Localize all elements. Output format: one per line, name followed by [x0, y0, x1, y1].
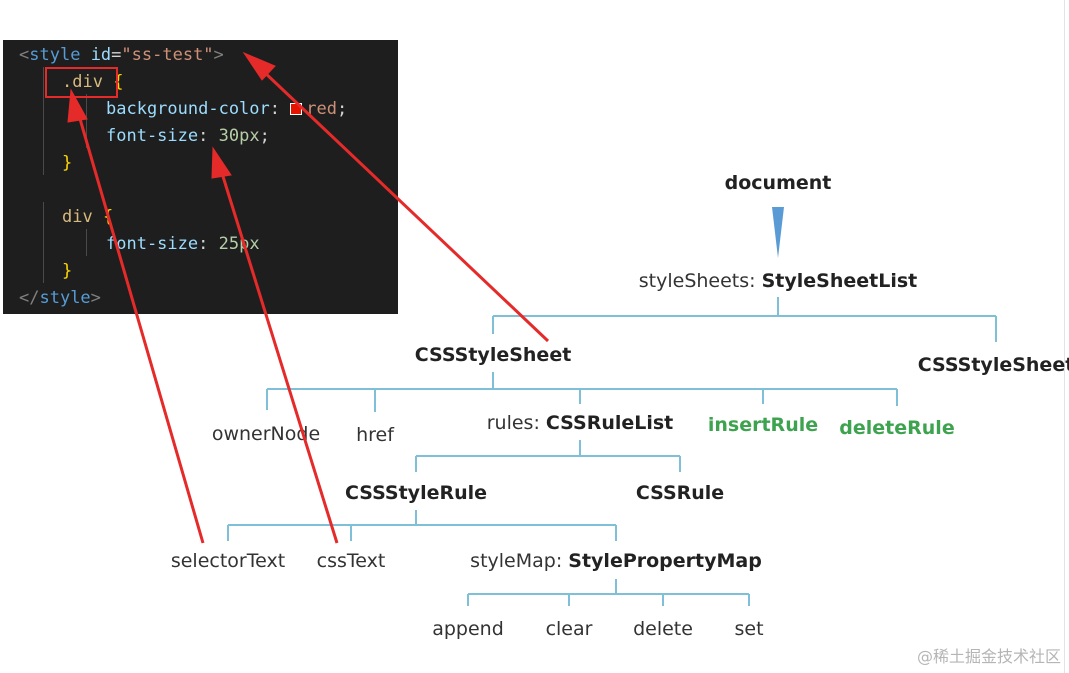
node-cssstylesheet: CSSStyleSheet	[414, 344, 572, 366]
node-csstext: cssText	[316, 550, 386, 572]
node-clear: clear	[545, 618, 593, 640]
node-set: set	[734, 618, 764, 640]
node-cssstylerule: CSSStyleRule	[344, 482, 488, 504]
node-rules-type: CSSRuleList	[545, 412, 674, 434]
indent-guide	[43, 67, 44, 175]
node-stylemap-label: styleMap:	[470, 550, 563, 572]
node-stylesheets-label: styleSheets:	[638, 270, 756, 292]
code-line-close-brace: }	[62, 153, 73, 173]
node-cssrule: CSSRule	[635, 482, 725, 504]
node-ownernode: ownerNode	[211, 423, 321, 445]
node-append: append	[432, 618, 504, 640]
indent-guide	[43, 202, 44, 283]
node-stylesheets-type: StyleSheetList	[761, 270, 918, 292]
node-deleterule: deleteRule	[839, 417, 955, 439]
node-insertrule: insertRule	[707, 414, 819, 436]
code-line-div-selector: .div {	[62, 72, 124, 92]
node-stylemap: styleMap: StylePropertyMap	[470, 550, 762, 572]
node-cssstylesheet-second: CSSStyleSheet	[917, 354, 1069, 376]
document-down-arrow	[772, 207, 784, 258]
page-edge-divider	[1064, 0, 1065, 673]
node-rules-label: rules:	[486, 412, 540, 434]
node-selectortext: selectorText	[170, 550, 286, 572]
code-line-style-open: <style id="ss-test">	[19, 45, 224, 65]
code-line-close-brace-2: }	[62, 261, 73, 281]
node-stylesheets: styleSheets: StyleSheetList	[639, 270, 917, 292]
node-delete: delete	[633, 618, 693, 640]
node-rules: rules: CSSRuleList	[487, 412, 674, 434]
node-document: document	[724, 172, 832, 194]
node-stylemap-type: StylePropertyMap	[568, 550, 762, 572]
node-href: href	[356, 424, 394, 446]
watermark: @稀土掘金技术社区	[916, 647, 1061, 666]
